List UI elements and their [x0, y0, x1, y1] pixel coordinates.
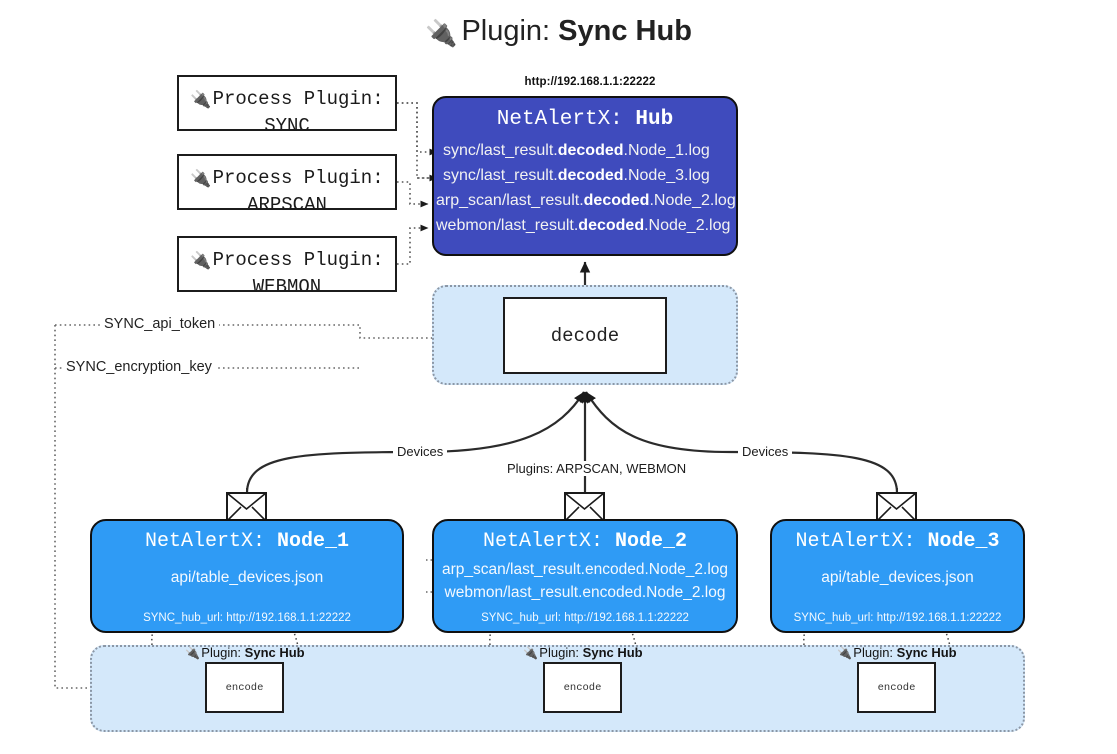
- plug-icon: 🔌: [837, 646, 853, 660]
- process-plugin-label: Process Plugin:: [212, 249, 384, 271]
- plug-icon: 🔌: [190, 169, 212, 188]
- plug-icon: 🔌: [523, 646, 539, 660]
- hub-log-line: sync/last_result.decoded.Node_3.log: [443, 167, 710, 184]
- node-to-decode-edges: [245, 391, 899, 494]
- process-plugin-box-arpscan[interactable]: 🔌Process Plugin: ARPSCAN: [177, 154, 397, 216]
- sync-encryption-key-label: SYNC_encryption_key: [62, 359, 216, 375]
- hub-log-line: arp_scan/last_result.decoded.Node_2.log: [436, 192, 736, 209]
- process-plugin-name: SYNC: [264, 115, 310, 137]
- process-plugin-label: Process Plugin:: [212, 88, 384, 110]
- hub-log-list: sync/last_result.decoded.Node_1.log sync…: [434, 138, 736, 238]
- page-title-name: Sync Hub: [558, 15, 692, 47]
- process-plugin-name: WEBMON: [252, 276, 322, 298]
- plug-icon: 🔌: [425, 18, 458, 48]
- envelope-icon-node-1: [226, 492, 267, 527]
- page-title: 🔌Plugin: Sync Hub: [0, 14, 1117, 50]
- process-plugin-name: ARPSCAN: [247, 194, 327, 216]
- edge-label-plugins: Plugins: ARPSCAN, WEBMON: [503, 461, 691, 476]
- hub-title-prefix: NetAlertX:: [496, 108, 623, 131]
- sync-api-token-label: SYNC_api_token: [100, 316, 220, 332]
- page-title-prefix: Plugin:: [461, 15, 551, 47]
- plug-icon: 🔌: [190, 90, 212, 109]
- hub-url-label: http://192.168.1.1:22222: [524, 76, 656, 88]
- plug-icon: 🔌: [190, 251, 212, 270]
- node-hub-url: SYNC_hub_url: http://192.168.1.1:22222: [481, 612, 689, 624]
- process-plugin-label: Process Plugin:: [212, 167, 384, 189]
- plug-icon: 🔌: [185, 646, 201, 660]
- edge-label-devices-right: Devices: [738, 444, 793, 459]
- encoder-caption-1: 🔌Plugin: Sync Hub: [185, 645, 305, 660]
- process-plugin-box-sync[interactable]: 🔌Process Plugin: SYNC: [177, 75, 397, 137]
- edge-label-devices-left: Devices: [393, 444, 448, 459]
- hub-box[interactable]: NetAlertX: Hub sync/last_result.decoded.…: [432, 96, 738, 256]
- encode-box-1[interactable]: encode: [205, 662, 284, 713]
- node-resource-line: api/table_devices.json: [170, 569, 324, 586]
- process-plugin-box-webmon[interactable]: 🔌Process Plugin: WEBMON: [177, 236, 397, 298]
- node-box-node-2[interactable]: NetAlertX: Node_2 arp_scan/last_result.e…: [432, 519, 738, 633]
- node-resource-line: arp_scan/last_result.encoded.Node_2.log: [441, 561, 729, 578]
- node-title: NetAlertX: Node_1: [144, 530, 350, 553]
- node-title: NetAlertX: Node_2: [482, 530, 688, 553]
- encoder-caption-3: 🔌Plugin: Sync Hub: [837, 645, 957, 660]
- node-hub-url: SYNC_hub_url: http://192.168.1.1:22222: [793, 612, 1002, 624]
- node-box-node-3[interactable]: NetAlertX: Node_3 api/table_devices.json…: [770, 519, 1025, 633]
- envelope-icon-node-3: [876, 492, 917, 527]
- encode-box-2[interactable]: encode: [543, 662, 622, 713]
- plugin-to-hub-edges: [397, 102, 438, 265]
- node-resource-line: api/table_devices.json: [821, 569, 974, 586]
- key-edges: [54, 324, 493, 692]
- node-resource-line: webmon/last_result.encoded.Node_2.log: [444, 584, 726, 601]
- node-title: NetAlertX: Node_3: [795, 530, 1000, 553]
- encode-box-3[interactable]: encode: [857, 662, 936, 713]
- node2-side-edges: [424, 559, 432, 593]
- node-box-node-1[interactable]: NetAlertX: Node_1 api/table_devices.json…: [90, 519, 404, 633]
- hub-title: NetAlertX: Hub: [434, 108, 736, 131]
- hub-log-line: webmon/last_result.decoded.Node_2.log: [436, 217, 731, 234]
- node-hub-url: SYNC_hub_url: http://192.168.1.1:22222: [143, 612, 351, 624]
- decode-box[interactable]: decode: [503, 297, 667, 374]
- hub-log-line: sync/last_result.decoded.Node_1.log: [443, 142, 710, 159]
- hub-title-name: Hub: [635, 108, 674, 131]
- encoder-caption-2: 🔌Plugin: Sync Hub: [523, 645, 643, 660]
- envelope-icon-node-2: [564, 492, 605, 527]
